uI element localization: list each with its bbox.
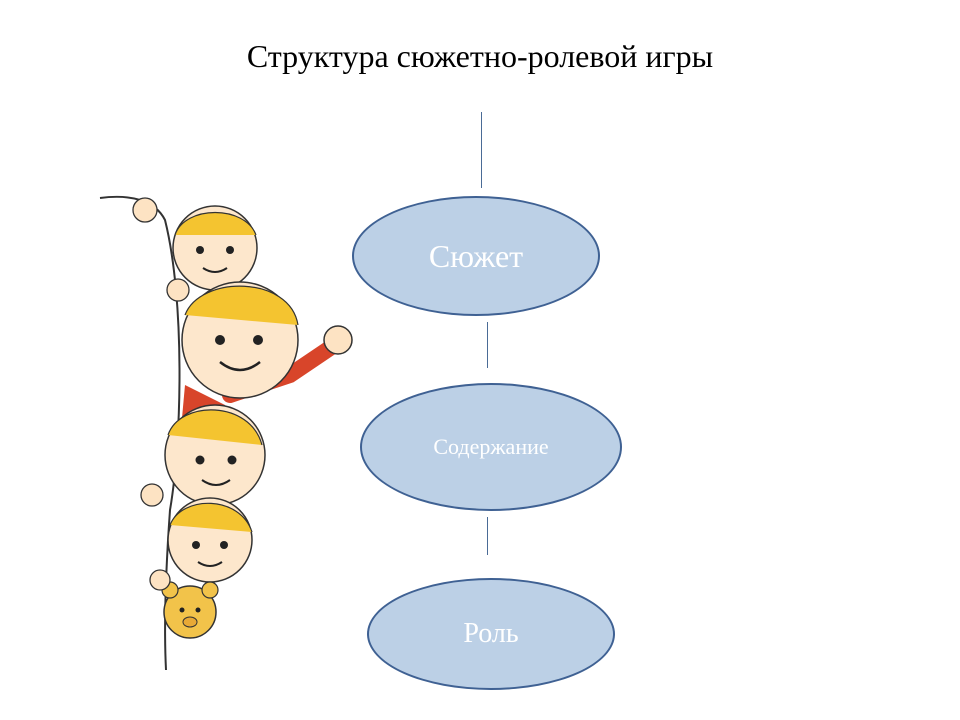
connector-content-role <box>487 517 488 555</box>
node-sujet-label: Сюжет <box>428 237 524 274</box>
diagram-title: Структура сюжетно-ролевой игры <box>246 38 714 74</box>
node-sujet: Сюжет <box>352 196 600 316</box>
node-role-label: Роль <box>463 618 519 649</box>
connector-sujet-content <box>487 322 488 368</box>
node-content-label: Содержание <box>433 434 549 459</box>
node-content: Содержание <box>360 383 622 511</box>
children-peeking-icon <box>99 195 353 671</box>
connector-top <box>481 112 482 188</box>
node-role: Роль <box>367 578 615 690</box>
